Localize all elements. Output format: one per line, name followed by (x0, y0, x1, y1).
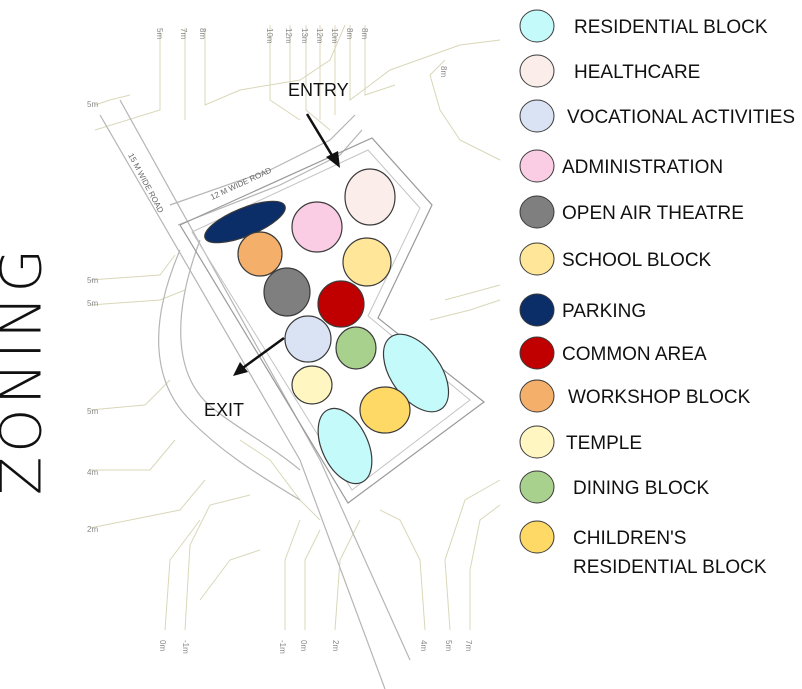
contour-label: 8m (439, 66, 448, 77)
contour-label: 5m (444, 640, 453, 651)
contour-label: 5m (87, 407, 98, 416)
contour-label: 13m (300, 28, 309, 44)
swatch-circle-icon (519, 149, 555, 183)
legend-item: TEMPLE (519, 425, 642, 459)
legend-item: PARKING (519, 293, 646, 327)
exit-arrow-icon (233, 336, 285, 376)
legend-label: WORKSHOP BLOCK (568, 387, 751, 408)
legend-item: COMMON AREA (519, 336, 707, 370)
zone-administration (291, 201, 343, 253)
legend-label: TEMPLE (566, 433, 642, 454)
site-boundary-inner (191, 149, 471, 491)
legend-label: SCHOOL BLOCK (562, 250, 712, 271)
contour-label: -1m (278, 640, 287, 654)
contour-label: 0m (299, 640, 308, 651)
legend-label: RESIDENTIAL BLOCK (574, 17, 768, 38)
swatch-circle-icon (519, 54, 555, 88)
contour-label: 2m (331, 640, 340, 651)
contour-label: 4m (419, 640, 428, 651)
contour-label: 8m (360, 28, 369, 39)
legend-label: HEALTHCARE (574, 62, 700, 83)
contour-lines (89, 24, 501, 631)
contour-label: 7m (179, 28, 188, 39)
legend-item: HEALTHCARE (519, 54, 700, 88)
zone-open-air-theatre (263, 267, 311, 317)
contour-label: 10m (330, 28, 339, 44)
legend-item: OPEN AIR THEATRE (519, 195, 744, 229)
zone-temple (291, 365, 333, 405)
exit-label: EXIT (204, 400, 244, 420)
zone-healthcare (344, 168, 396, 226)
zone-childrens-residential-block (359, 386, 411, 434)
contour-label: 12m (284, 28, 293, 44)
contour-label: 2m (87, 525, 98, 534)
road-label-side: 12 M WIDE ROAD (209, 166, 273, 202)
swatch-circle-icon (519, 9, 555, 43)
swatch-circle-icon (519, 470, 555, 504)
swatch-circle-icon (519, 379, 555, 413)
legend: RESIDENTIAL BLOCK HEALTHCARE VOCATIONAL AC… (519, 9, 795, 578)
swatch-circle-icon (519, 520, 555, 554)
contour-label: 7m (464, 640, 473, 651)
zone-residential-block-2 (317, 407, 373, 485)
swatch-circle-icon (519, 293, 555, 327)
contour-label: 5m (87, 276, 98, 285)
contour-label: 5m (87, 299, 98, 308)
legend-label: ADMINISTRATION (562, 157, 723, 178)
swatch-circle-icon (519, 336, 555, 370)
contour-label: 8m (345, 28, 354, 39)
zone-common-area (317, 280, 365, 328)
road-label-main: 15 M WIDE ROAD (126, 152, 165, 215)
contour-label: 0m (158, 640, 167, 651)
contour-label: 5m (87, 100, 98, 109)
roads (99, 99, 411, 689)
zone-workshop-block (237, 231, 283, 277)
legend-item: VOCATIONAL ACTIVITIES (519, 99, 795, 133)
zone-vocational-activities (284, 315, 332, 363)
contour-label: 8m (198, 28, 207, 39)
contour-label: 10m (265, 28, 274, 44)
zone-bubbles (204, 168, 450, 485)
swatch-circle-icon (519, 425, 555, 459)
legend-label: OPEN AIR THEATRE (562, 203, 744, 224)
contour-labels: 5m 7m 8m 10m 12m 13m 12m 10m 8m 8m 5m 5m 5m 5m 4m 2m 0m -… (87, 28, 473, 654)
legend-item: DINING BLOCK (519, 470, 710, 504)
contour-label: 4m (87, 468, 98, 477)
legend-label: COMMON AREA (562, 344, 707, 365)
swatch-circle-icon (519, 242, 555, 276)
legend-item: ADMINISTRATION (519, 149, 723, 183)
legend-item: WORKSHOP BLOCK (519, 379, 751, 413)
swatch-circle-icon (519, 99, 555, 133)
contour-label: -1m (181, 640, 190, 654)
legend-label: DINING BLOCK (573, 478, 710, 499)
legend-item: CHILDREN'S RESIDENTIAL BLOCK (519, 520, 767, 578)
legend-item: RESIDENTIAL BLOCK (519, 9, 768, 43)
legend-label: RESIDENTIAL BLOCK (573, 557, 767, 578)
entry-arrow-icon (305, 113, 340, 168)
zone-dining-block (335, 326, 377, 370)
legend-label: CHILDREN'S (573, 528, 686, 549)
legend-label: VOCATIONAL ACTIVITIES (567, 107, 795, 128)
entry-label: ENTRY (288, 80, 349, 100)
site-boundary (179, 137, 485, 504)
swatch-circle-icon (519, 195, 555, 229)
legend-label: PARKING (562, 301, 646, 322)
legend-item: SCHOOL BLOCK (519, 242, 712, 276)
zone-school-block (342, 237, 392, 287)
contour-label: 5m (155, 28, 164, 39)
contour-label: 12m (315, 28, 324, 44)
